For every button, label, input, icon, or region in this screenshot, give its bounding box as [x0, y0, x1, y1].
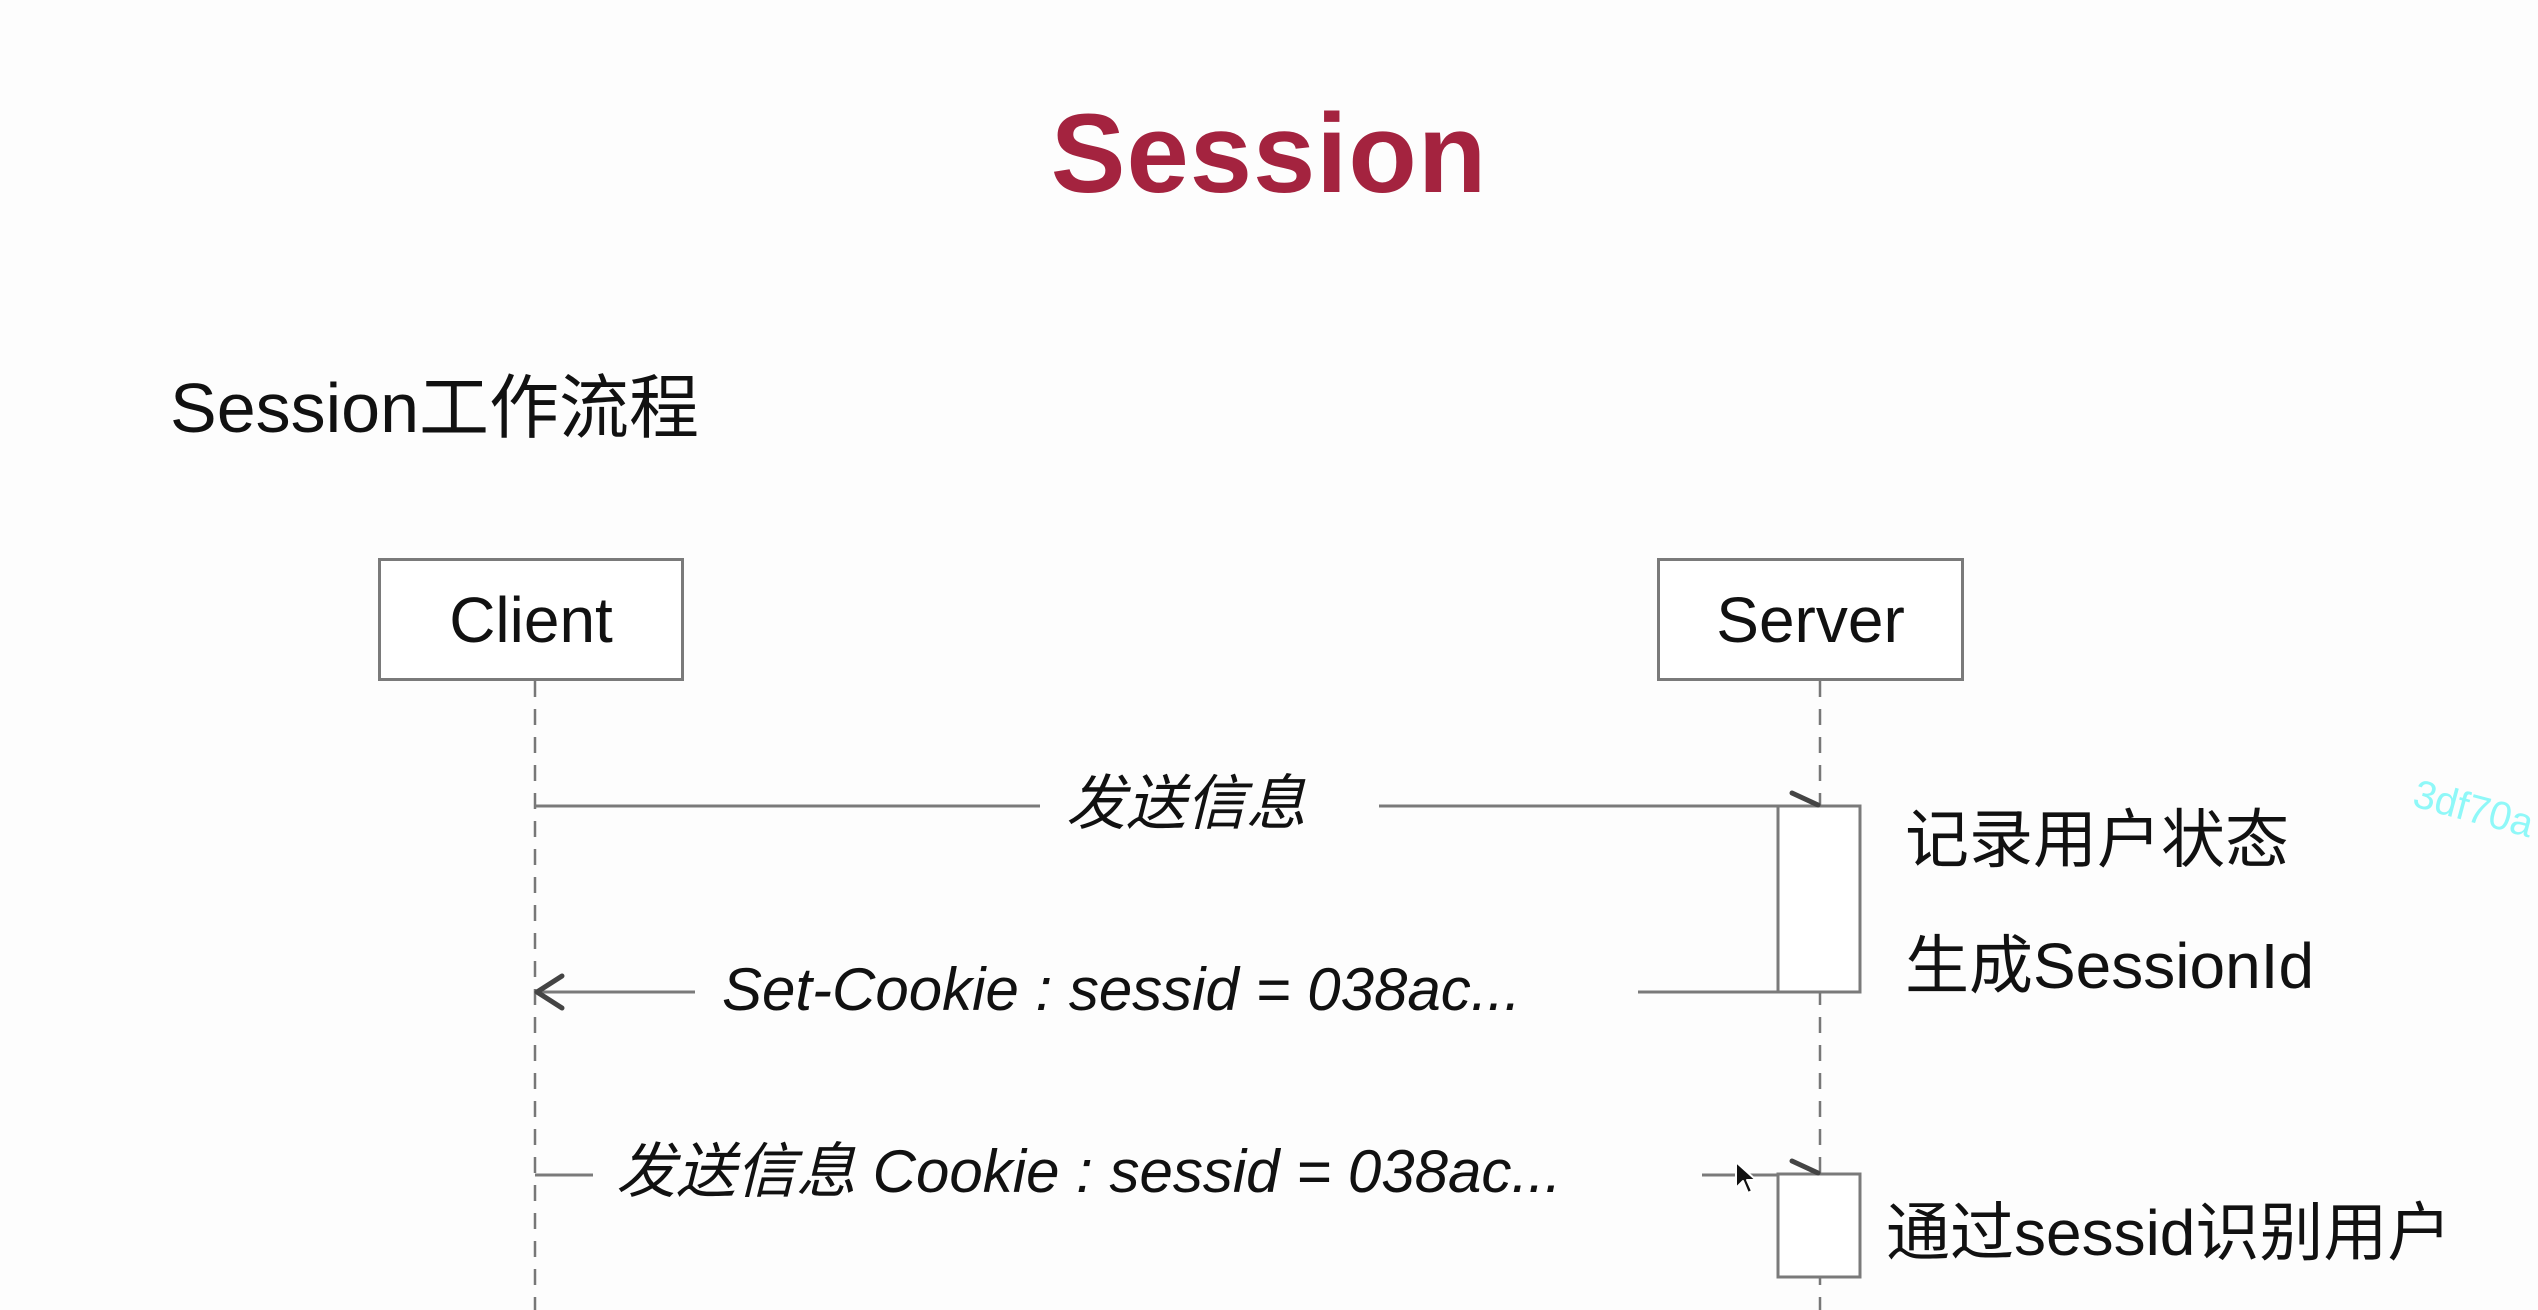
message-3-label: 发送信息 Cookie : sessid = 038ac... — [616, 1138, 1562, 1205]
arrowhead-left-icon — [534, 973, 565, 1011]
half-arrowhead-icon — [1789, 1158, 1821, 1176]
server-activation-1 — [1776, 804, 1862, 994]
actor-server-label: Server — [1716, 583, 1905, 656]
message-1-arrow — [535, 790, 1821, 808]
slide-title: Session — [1050, 91, 1488, 216]
slide-subtitle: Session工作流程 — [170, 369, 700, 447]
arrow-cursor-icon — [1735, 1161, 1757, 1194]
note-generate-session-id: 生成SessionId — [1905, 930, 2315, 1002]
note-record-user-state: 记录用户状态 — [1905, 804, 2289, 876]
message-1-label: 发送信息 — [1066, 770, 1306, 837]
actor-client-label: Client — [449, 583, 613, 656]
message-2-arrow — [534, 973, 1778, 1011]
message-2-label: Set-Cookie : sessid = 038ac... — [722, 956, 1521, 1023]
actor-client: Client — [378, 558, 684, 681]
half-arrowhead-icon — [1789, 790, 1821, 808]
server-activation-2 — [1776, 1172, 1862, 1279]
actor-server: Server — [1657, 558, 1964, 681]
note-identify-user: 通过sessid识别用户 — [1886, 1197, 2452, 1269]
